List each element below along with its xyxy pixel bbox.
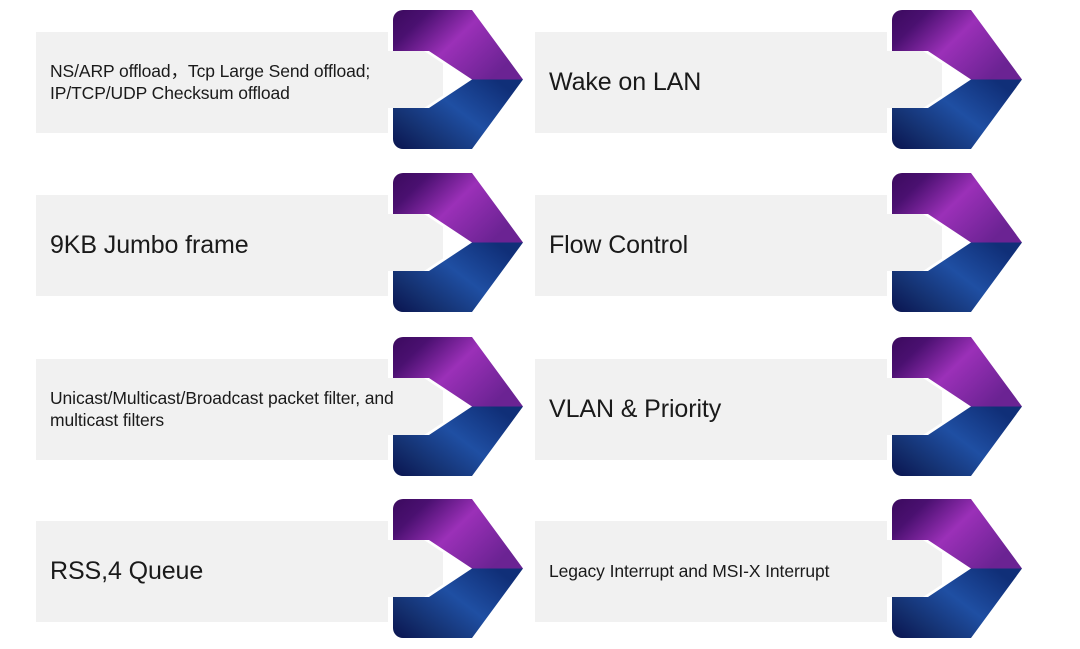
arrow-label: Wake on LAN (549, 68, 702, 97)
chevron-arrow-icon (386, 171, 523, 314)
chevron-arrow-icon (386, 8, 523, 151)
arrow-item-rss-queue[interactable]: RSS,4 Queue (36, 489, 523, 649)
label-plate: RSS,4 Queue (36, 521, 443, 622)
label-plate: NS/ARP offload，Tcp Large Send offload; I… (36, 32, 443, 133)
arrow-label: Unicast/Multicast/Broadcast packet filte… (50, 387, 394, 430)
arrow-label: Flow Control (549, 231, 689, 260)
chevron-arrow-icon (885, 335, 1022, 478)
chevron-arrow-icon (386, 335, 523, 478)
arrow-label: 9KB Jumbo frame (50, 231, 249, 260)
chevron-arrow-icon (885, 497, 1022, 640)
arrow-label: VLAN & Priority (549, 395, 722, 424)
chevron-arrow-icon (386, 497, 523, 640)
label-plate: VLAN & Priority (535, 359, 942, 460)
arrow-item-ns-arp-offload[interactable]: NS/ARP offload，Tcp Large Send offload; I… (36, 0, 523, 160)
label-plate: Flow Control (535, 195, 942, 296)
label-plate: Legacy Interrupt and MSI-X Interrupt (535, 521, 942, 622)
chevron-arrow-icon (885, 8, 1022, 151)
arrow-label: RSS,4 Queue (50, 557, 204, 586)
arrow-label: NS/ARP offload，Tcp Large Send offload; I… (50, 60, 371, 103)
label-plate: Wake on LAN (535, 32, 942, 133)
arrow-item-flow-control[interactable]: Flow Control (535, 163, 1022, 323)
arrow-item-wake-on-lan[interactable]: Wake on LAN (535, 0, 1022, 160)
arrow-item-packet-filter[interactable]: Unicast/Multicast/Broadcast packet filte… (36, 327, 523, 487)
arrow-label: Legacy Interrupt and MSI-X Interrupt (549, 560, 830, 581)
arrow-item-vlan-priority[interactable]: VLAN & Priority (535, 327, 1022, 487)
chevron-arrow-icon (885, 171, 1022, 314)
arrow-item-jumbo-frame[interactable]: 9KB Jumbo frame (36, 163, 523, 323)
arrow-item-interrupts[interactable]: Legacy Interrupt and MSI-X Interrupt (535, 489, 1022, 649)
label-plate: Unicast/Multicast/Broadcast packet filte… (36, 359, 443, 460)
label-plate: 9KB Jumbo frame (36, 195, 443, 296)
